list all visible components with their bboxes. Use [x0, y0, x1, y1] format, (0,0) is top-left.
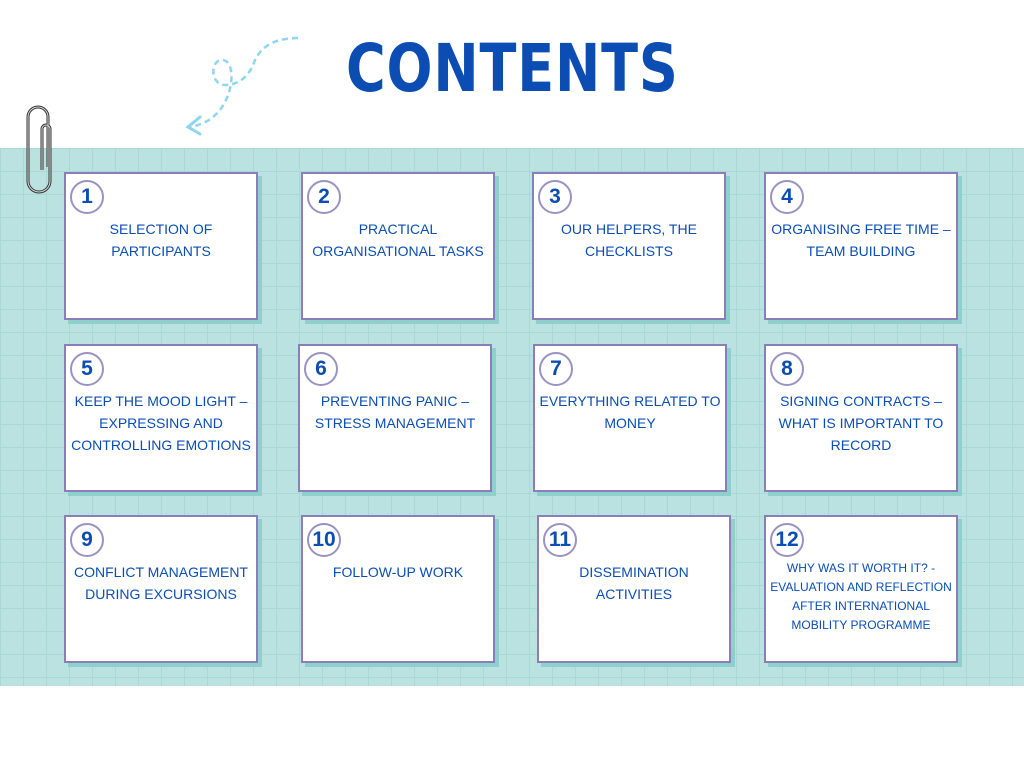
chapter-title: Preventing panic – stress management — [314, 393, 476, 431]
chapter-number-badge: 3 — [538, 180, 572, 214]
paperclip-icon — [26, 105, 52, 194]
chapter-number-badge: 6 — [304, 352, 338, 386]
contents-card-7[interactable]: 7 Everything related to money — [533, 344, 727, 492]
dashed-arrow-doodle — [185, 36, 299, 136]
chapter-number-badge: 8 — [770, 352, 804, 386]
chapter-title: Dissemination activities — [579, 564, 689, 602]
chapter-number-badge: 9 — [70, 523, 104, 557]
contents-card-3[interactable]: 3 Our helpers, the checklists — [532, 172, 726, 320]
chapter-title: Keep the mood light – expressing and con… — [71, 393, 251, 453]
contents-card-10[interactable]: 10 Follow-up work — [301, 515, 495, 663]
chapter-title: Our helpers, the checklists — [561, 221, 697, 259]
chapter-title: Why was it worth it? - evaluation and re… — [770, 561, 952, 632]
contents-card-4[interactable]: 4 Organising free time – team building — [764, 172, 958, 320]
contents-card-9[interactable]: 9 Conflict management during excursions — [64, 515, 258, 663]
chapter-title: Conflict management during excursions — [74, 564, 248, 602]
chapter-title: Organising free time – team building — [771, 221, 951, 259]
chapter-number-badge: 4 — [770, 180, 804, 214]
chapter-number-badge: 7 — [539, 352, 573, 386]
chapter-title: Follow-up work — [332, 564, 464, 580]
contents-card-5[interactable]: 5 Keep the mood light – expressing and c… — [64, 344, 258, 492]
contents-card-8[interactable]: 8 Signing contracts – what is important … — [764, 344, 958, 492]
contents-card-1[interactable]: 1 Selection of participants — [64, 172, 258, 320]
chapter-number-badge: 12 — [770, 523, 804, 557]
chapter-title: Practical organisational tasks — [312, 221, 484, 259]
chapter-number-badge: 1 — [70, 180, 104, 214]
chapter-number-badge: 2 — [307, 180, 341, 214]
contents-card-11[interactable]: 11 Dissemination activities — [537, 515, 731, 663]
chapter-number-badge: 10 — [307, 523, 341, 557]
contents-card-2[interactable]: 2 Practical organisational tasks — [301, 172, 495, 320]
chapter-title: Everything related to money — [539, 393, 721, 431]
chapter-number-badge: 11 — [543, 523, 577, 557]
contents-card-12[interactable]: 12 Why was it worth it? - evaluation and… — [764, 515, 958, 663]
page-title: CONTENTS — [346, 30, 679, 107]
chapter-number-badge: 5 — [70, 352, 104, 386]
chapter-title: Signing contracts – what is important to… — [778, 393, 944, 453]
chapter-title: Selection of participants — [109, 221, 213, 259]
contents-card-6[interactable]: 6 Preventing panic – stress management — [298, 344, 492, 492]
